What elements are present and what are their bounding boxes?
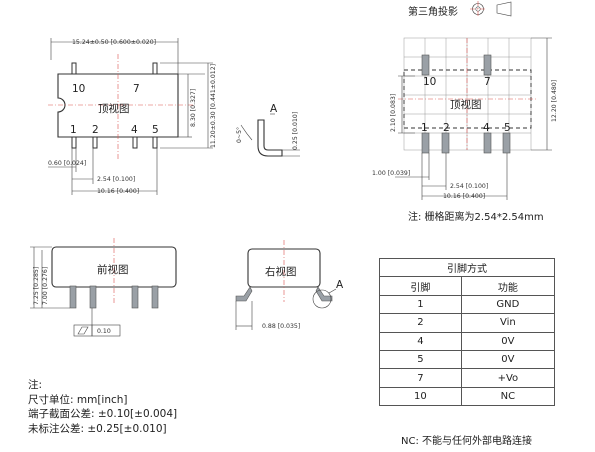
footprint-pad-dim: 2.10 [0.083] (390, 94, 397, 132)
notes-general-tolerance: 未标注公差: ±0.25[±0.010] (28, 422, 167, 435)
notes-title: 注: (28, 379, 43, 391)
top-total-height-dim: 11.20±0.30 [0.441±0.012] (210, 64, 217, 148)
table-row: 4 0V (379, 331, 556, 351)
footprint-span-dim: 10.16 [0.400] (443, 193, 485, 200)
top-view-pin-1: 1 (70, 124, 77, 136)
table-row: 5 0V (379, 349, 556, 370)
detail-a-label: A (270, 103, 278, 115)
side-view: 右视图 A 0.88 [0.035] (235, 240, 344, 330)
table-row: 2 Vin (379, 313, 556, 333)
footprint-pad-width-dim: 1.00 [0.039] (372, 170, 410, 177)
projection-title: 第三角投影 (408, 7, 458, 18)
top-view-pin-5: 5 (152, 124, 159, 136)
pin-number: 5 (379, 349, 462, 370)
pin-table-header-function: 功能 (460, 276, 556, 296)
front-height-dim-1: 7.25 [0.285] (33, 267, 40, 305)
pin-number: 10 (379, 386, 462, 407)
notes-pin-tolerance: 端子截面公差: ±0.10[±0.004] (28, 408, 178, 420)
top-width-dim: 15.24±0.50 [0.600±0.020] (72, 39, 156, 46)
nc-note: NC: 不能与任何外部电路连接 (401, 436, 533, 447)
top-view-pin-7: 7 (133, 83, 140, 95)
pin-function: 0V (460, 331, 556, 351)
footprint-label: 顶视图 (450, 98, 482, 111)
top-view-pin-2: 2 (92, 124, 99, 136)
front-view-body (51, 246, 177, 288)
footprint-pin-5: 5 (504, 122, 511, 134)
side-pin-dim: 0.88 [0.035] (262, 323, 300, 330)
table-row: 1 GND (379, 294, 556, 315)
detail-thickness-dim: 0.25 [0.010] (292, 112, 299, 150)
top-view-label: 顶视图 (98, 102, 130, 115)
pin-number: 1 (379, 294, 462, 315)
notes: 注: 尺寸单位: mm[inch] 端子截面公差: ±0.10[±0.004] … (28, 378, 177, 436)
footprint-pitch-dim: 2.54 [0.100] (450, 183, 488, 190)
footprint-pin-1: 1 (421, 122, 428, 134)
detail-a: A 0~5° 0.25 [0.010] (235, 103, 300, 157)
pin-table-header-pin: 引脚 (379, 276, 462, 296)
front-flatness-value: 0.10 (97, 328, 111, 335)
pin-function: +Vo (460, 368, 556, 388)
pin-function: GND (460, 294, 556, 315)
footprint-pin-4: 4 (483, 122, 490, 134)
top-view-pin-10: 10 (72, 83, 85, 95)
footprint-pin-7: 7 (484, 76, 491, 88)
pin-function: 0V (460, 349, 556, 370)
detail-angle-dim: 0~5° (235, 127, 243, 143)
grid-note: 注: 栅格距离为2.54*2.54mm (408, 212, 544, 223)
front-height-dim-2: 7.00 [0.276] (42, 267, 49, 305)
front-view-label: 前视图 (97, 263, 129, 276)
third-angle-projection-icon (470, 1, 512, 17)
top-pin-width-dim: 0.60 [0.024] (48, 160, 86, 167)
pin-function: Vin (460, 313, 556, 333)
top-span-dim: 10.16 [0.400] (97, 188, 139, 195)
pin-table: 引脚方式 引脚 功能 1 GND 2 Vin 4 0V 5 0V 7 +Vo 1… (379, 257, 556, 407)
table-row: 7 +Vo (379, 368, 556, 388)
pin-table-title: 引脚方式 (379, 257, 555, 278)
front-view: 前视图 7.25 [0.285] 7.00 [0.276] 0.10 (30, 238, 177, 337)
top-pitch-dim: 2.54 [0.100] (97, 176, 135, 183)
top-view-pin-4: 4 (131, 124, 138, 136)
top-view: 15.24±0.50 [0.600±0.020] 10 7 顶视图 1 2 4 … (48, 38, 217, 195)
pin-number: 4 (379, 331, 462, 351)
side-view-label: 右视图 (265, 265, 297, 278)
pin-number: 7 (379, 368, 462, 388)
footprint-pin-2: 2 (443, 122, 450, 134)
notes-units: 尺寸单位: mm[inch] (28, 393, 128, 406)
top-body-height-dim: 8.30 [0.327] (190, 89, 197, 127)
pin-number: 2 (379, 313, 462, 333)
footprint-width-dim: 12.20 [0.480] (551, 80, 558, 122)
side-detail-label: A (336, 279, 344, 291)
footprint-view: 10 7 顶视图 1 2 4 5 12.20 [0.480] 2.10 [0.0… (372, 37, 558, 200)
pin-function: NC (460, 386, 556, 407)
footprint-pin-10: 10 (423, 76, 436, 88)
table-row: 10 NC (379, 386, 556, 407)
